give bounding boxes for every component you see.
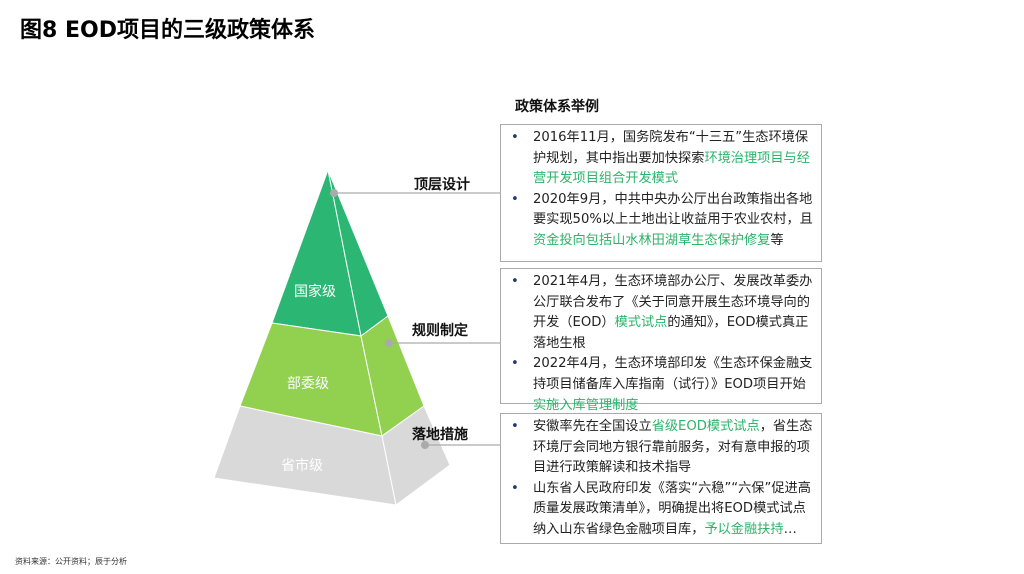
policy-item: 安徽率先在全国设立省级EOD模式试点，省生态环境厅会同地方银行靠前服务，对有意申… <box>509 417 815 479</box>
connector-dot <box>421 441 429 449</box>
policy-text: 2016年11月，国务院发布“十三五”生态环境保护规划，其中指出要加快探索 <box>533 130 809 166</box>
figure-title: 图8 EOD项目的三级政策体系 <box>20 18 315 43</box>
pyramid-province-side <box>381 405 451 506</box>
source-note: 资料来源：公开资料；辰于分析 <box>15 557 127 566</box>
policy-examples-header: 政策体系举例 <box>515 99 599 115</box>
policy-item: 2020年9月，中共中央办公厅出台政策指出各地要实现50%以上土地出让收益用于农… <box>509 190 815 252</box>
connectors <box>334 192 500 446</box>
policy-text: 安徽率先在全国设立 <box>533 419 652 434</box>
level-implementation: 落地措施 <box>412 427 468 443</box>
connector-dot <box>385 339 393 347</box>
policy-box-implementation: 安徽率先在全国设立省级EOD模式试点，省生态环境厅会同地方银行靠前服务，对有意申… <box>500 413 822 544</box>
highlight-text: 模式试点 <box>614 315 668 331</box>
highlight-text: 环境治理项目与经营开发项目组合开发模式 <box>533 150 810 187</box>
policy-item: 山东省人民政府印发《落实“六稳”“六保”促进高质量发展政策清单》，明确提出将EO… <box>509 479 815 541</box>
policy-box-top-design: 2016年11月，国务院发布“十三五”生态环境保护规划，其中指出要加快探索环境治… <box>500 124 822 262</box>
policy-box-rule-making: 2021年4月，生态环境部办公厅、发展改革委办公厅联合发布了《关于同意开展生态环… <box>500 268 822 413</box>
policy-text: 2021年4月，生态环境部办公厅、发展改革委办公厅联合发布了《关于同意开展生态环… <box>533 274 813 331</box>
policy-item: 2021年4月，生态环境部办公厅、发展改革委办公厅联合发布了《关于同意开展生态环… <box>509 272 815 354</box>
policy-text: 的通知》，EOD模式真正落地生根 <box>533 315 809 351</box>
highlight-text: 省级EOD模式试点 <box>651 419 760 434</box>
pyramid-label-province: 省市级 <box>281 458 323 474</box>
pyramid-label-national: 国家级 <box>294 284 336 300</box>
policy-item: 2016年11月，国务院发布“十三五”生态环境保护规划，其中指出要加快探索环境治… <box>509 128 815 190</box>
connector-dot <box>330 189 338 197</box>
pyramid-label-ministry: 部委级 <box>287 376 329 392</box>
policy-text: 山东省人民政府印发《落实“六稳”“六保”促进高质量发展政策清单》，明确提出将EO… <box>533 480 811 537</box>
policy-text: ，省生态环境厅会同地方银行靠前服务，对有意申报的项目进行政策解读和技术指导 <box>533 419 813 476</box>
policy-text: 2022年4月，生态环境部印发《生态环保金融支持项目储备库入库指南（试行）》EO… <box>533 356 813 392</box>
highlight-text: 实施入库管理制度 <box>533 397 639 413</box>
policy-text: 等 <box>770 232 784 248</box>
policy-item: 2022年4月，生态环境部印发《生态环保金融支持项目储备库入库指南（试行）》EO… <box>509 354 815 416</box>
policy-text: 2020年9月，中共中央办公厅出台政策指出各地要实现50%以上土地出让收益用于农… <box>533 191 813 228</box>
policy-text: … <box>783 521 797 537</box>
level-top-design: 顶层设计 <box>414 177 470 193</box>
highlight-text: 予以金融扶持 <box>704 521 784 537</box>
level-rule-making: 规则制定 <box>412 323 468 339</box>
highlight-text: 资金投向包括山水林田湖草生态保护修复 <box>533 232 771 248</box>
